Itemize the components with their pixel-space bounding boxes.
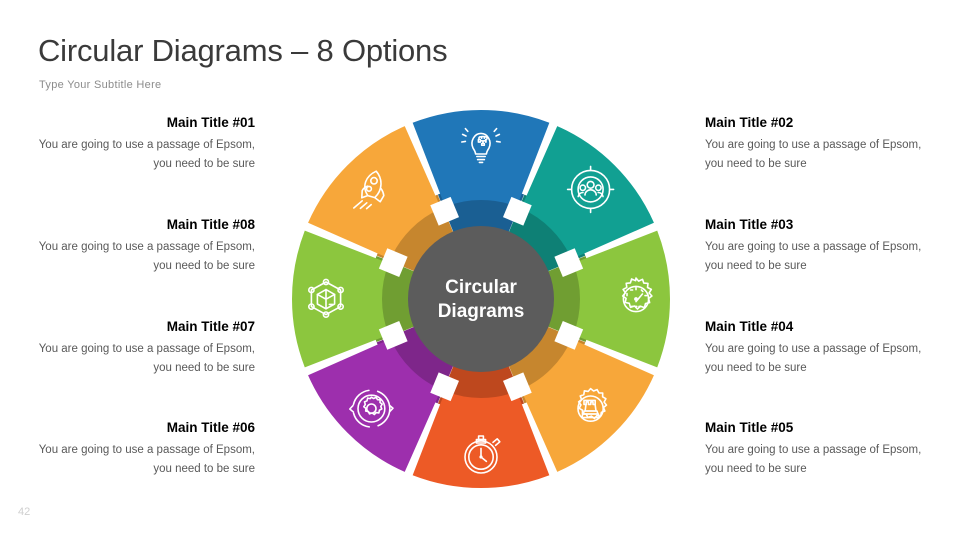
segment-notch [378,248,408,278]
segment-notch [430,196,460,226]
segment-notch [378,320,408,350]
option-label-08[interactable]: Main Title #08 You are going to use a pa… [33,216,255,276]
hub-label-line2: Diagrams [438,301,525,322]
notch-group [378,196,584,402]
circular-diagram: Circular Diagrams [290,108,672,490]
segment-notch [430,372,460,402]
option-label-02[interactable]: Main Title #02 You are going to use a pa… [705,114,927,174]
option-label-01[interactable]: Main Title #01 You are going to use a pa… [33,114,255,174]
segment-08[interactable] [308,126,442,260]
gear-cycle-icon [348,389,394,428]
option-label-03[interactable]: Main Title #03 You are going to use a pa… [705,216,927,276]
option-title-04: Main Title #04 [705,319,794,334]
icon-group [307,127,653,474]
segment-02[interactable] [520,126,654,260]
segment-notch [502,372,532,402]
option-label-05[interactable]: Main Title #05 You are going to use a pa… [705,419,927,479]
rocket-icon [352,170,385,210]
gauge-gear-icon [621,277,653,313]
hub-circle [408,226,554,372]
option-body-07: You are going to use a passage of Epsom,… [38,343,255,374]
page-number: 42 [18,506,31,518]
segment-group [292,110,670,488]
chess-rook-gear-icon [577,387,608,423]
hub-label-line1: Circular [445,277,517,298]
option-body-04: You are going to use a passage of Epsom,… [705,343,922,374]
option-title-07: Main Title #07 [166,319,255,334]
option-title-06: Main Title #06 [166,420,255,435]
option-body-01: You are going to use a passage of Epsom,… [38,139,255,170]
option-body-06: You are going to use a passage of Epsom,… [38,444,255,475]
option-body-02: You are going to use a passage of Epsom,… [705,139,922,170]
stopwatch-icon [464,435,501,474]
box-network-icon [307,278,344,318]
option-label-04[interactable]: Main Title #04 You are going to use a pa… [705,318,927,378]
page-title: Circular Diagrams – 8 Options [38,33,448,68]
option-body-03: You are going to use a passage of Epsom,… [705,241,922,272]
page-subtitle: Type Your Subtitle Here [39,79,162,91]
segment-notch [554,248,584,278]
lightbulb-puzzle-icon [461,127,501,164]
segment-01[interactable] [412,110,550,207]
segment-notch [554,320,584,350]
option-body-05: You are going to use a passage of Epsom,… [705,444,922,475]
option-title-02: Main Title #02 [705,115,794,130]
option-label-06[interactable]: Main Title #06 You are going to use a pa… [33,419,255,479]
option-title-05: Main Title #05 [705,420,794,435]
segment-notch [502,196,532,226]
option-label-07[interactable]: Main Title #07 You are going to use a pa… [33,318,255,378]
option-body-08: You are going to use a passage of Epsom,… [38,241,255,272]
segment-03[interactable] [573,230,670,368]
option-title-08: Main Title #08 [166,217,255,232]
option-title-01: Main Title #01 [166,115,255,130]
people-group-target-icon [566,165,615,214]
segment-04[interactable] [520,338,654,472]
option-title-03: Main Title #03 [705,217,794,232]
